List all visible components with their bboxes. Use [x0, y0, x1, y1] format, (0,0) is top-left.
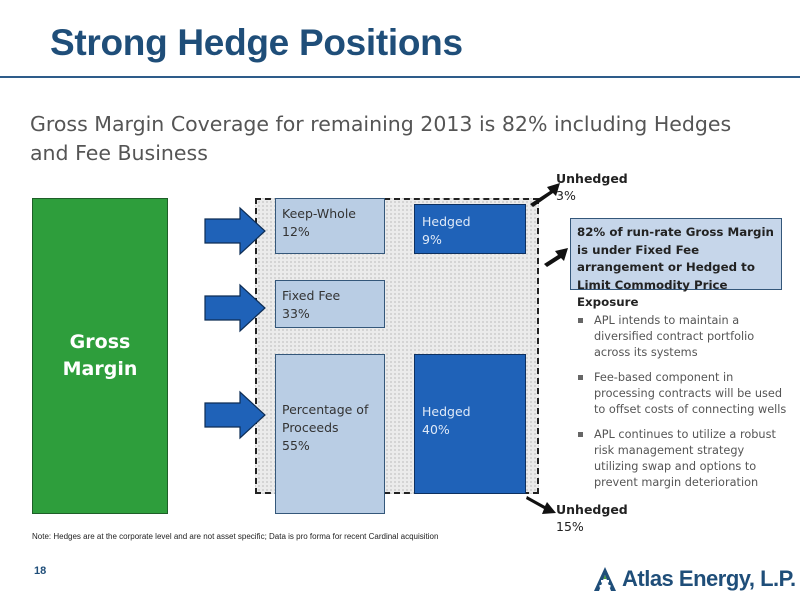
derrick-logo-icon [594, 567, 616, 591]
block-arrow-right-icon [204, 390, 266, 440]
arrow-to-callout-icon [544, 248, 568, 267]
keep-whole-box: Keep-Whole 12% [275, 198, 385, 254]
block-arrow-right-icon [204, 283, 266, 333]
fixed-fee-label: Fixed Fee [282, 288, 341, 303]
fixed-fee-box: Fixed Fee 33% [275, 280, 385, 328]
gross-margin-box: Gross Margin [32, 198, 168, 514]
gross-margin-line2: Margin [62, 358, 138, 380]
logo-text: Atlas Energy, L.P. [622, 566, 796, 591]
footnote: Note: Hedges are at the corporate level … [32, 532, 439, 541]
block-arrow-right-icon [204, 206, 266, 256]
unhedged-pct: 15% [556, 519, 584, 534]
keep-whole-label: Keep-Whole [282, 206, 356, 221]
hedged-label: Hedged [422, 214, 471, 229]
company-logo: Atlas Energy, L.P. [592, 566, 796, 592]
pop-label-line1: Percentage of [282, 402, 369, 417]
square-bullet-icon [578, 375, 583, 380]
pop-pct: 55% [282, 438, 310, 453]
hedged-pct: 9% [422, 232, 442, 247]
hedged-box-pop: Hedged 40% [414, 354, 526, 494]
unhedged-pct: 3% [556, 188, 576, 203]
square-bullet-icon [578, 318, 583, 323]
bullet-list: APL intends to maintain a diversified co… [578, 313, 788, 500]
fixed-fee-pct: 33% [282, 306, 310, 321]
bullet-item: Fee-based component in processing contra… [578, 370, 788, 418]
square-bullet-icon [578, 432, 583, 437]
title-divider [0, 76, 800, 78]
bullet-text: APL intends to maintain a diversified co… [594, 314, 755, 359]
unhedged-top-label: Unhedged 3% [556, 170, 628, 204]
hedged-label: Hedged [422, 404, 471, 419]
hedged-box-keep-whole: Hedged 9% [414, 204, 526, 254]
bullet-text: APL continues to utilize a robust risk m… [594, 428, 776, 489]
coverage-callout-box: 82% of run-rate Gross Margin is under Fi… [570, 218, 782, 309]
page-number: 18 [34, 565, 47, 577]
subtitle: Gross Margin Coverage for remaining 2013… [30, 112, 732, 165]
bullet-text: Fee-based component in processing contra… [594, 371, 787, 416]
unhedged-label: Unhedged [556, 502, 628, 517]
unhedged-bottom-label: Unhedged 15% [556, 501, 628, 535]
keep-whole-pct: 12% [282, 224, 310, 239]
bullet-item: APL continues to utilize a robust risk m… [578, 427, 788, 491]
unhedged-label: Unhedged [556, 171, 628, 186]
arrow-to-unhedged-top-icon [530, 183, 560, 207]
percentage-of-proceeds-box: Percentage of Proceeds 55% [275, 354, 385, 514]
pop-label-line2: Proceeds [282, 420, 339, 435]
gross-margin-line1: Gross [69, 331, 131, 353]
hedged-pct: 40% [422, 422, 450, 437]
arrow-to-unhedged-bottom-icon [526, 496, 556, 514]
page-title: Strong Hedge Positions [50, 22, 463, 63]
bullet-item: APL intends to maintain a diversified co… [578, 313, 788, 361]
